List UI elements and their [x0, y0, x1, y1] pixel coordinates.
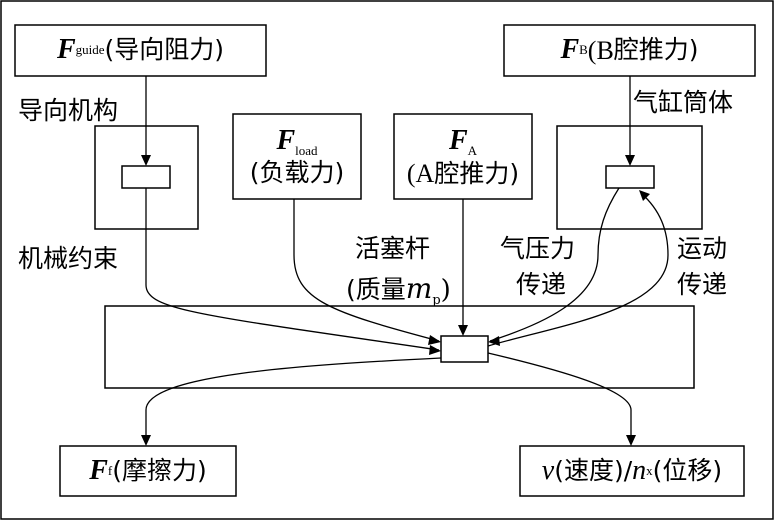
f-a-text: 腔推力) — [434, 158, 520, 188]
connector-pressure-transfer — [489, 187, 620, 342]
label-cylinder-body: 气缸筒体 — [633, 88, 734, 117]
f-guide-subscript: guide — [75, 42, 105, 58]
box-output — [519, 445, 745, 497]
connector-to-friction — [145, 357, 442, 438]
arrowhead-guide — [141, 155, 151, 166]
arrowhead-mechanical-constraint — [429, 345, 441, 355]
label-mechanical-constraint: 机械约束 — [18, 244, 119, 273]
f-a-prefix: (A — [406, 158, 435, 188]
f-load-subscript: load — [295, 143, 318, 159]
displacement-symbol: n — [632, 454, 647, 486]
f-a-subscript: A — [467, 142, 478, 158]
label-piston-rod-line2: (质量mp) — [346, 272, 451, 308]
f-b-subscript: B — [579, 42, 588, 58]
piston-rod-mass-subscript: p — [432, 293, 441, 308]
label-motion-line1: 运动 — [677, 234, 728, 263]
label-motion-line2: 传递 — [677, 270, 728, 299]
connector-motion-transfer — [487, 192, 669, 347]
label-guide-mechanism: 导向机构 — [18, 96, 119, 125]
box-f-guide — [14, 24, 267, 77]
piston-rod-element — [440, 335, 489, 363]
f-load-text: (负载力) — [249, 158, 345, 188]
connector-to-output — [487, 352, 632, 438]
label-piston-rod-line1: 活塞杆 — [355, 234, 431, 263]
label-f-load: Fload (负载力) — [233, 114, 361, 199]
box-f-load — [232, 113, 362, 200]
f-a-symbol: F — [448, 124, 468, 156]
f-guide-symbol: F — [56, 34, 76, 66]
velocity-symbol: v — [541, 454, 555, 486]
label-pressure-line1: 气压力 — [500, 234, 576, 263]
f-f-symbol: F — [89, 454, 108, 486]
f-b-prefix: (B — [587, 35, 614, 65]
piston-rod-mass-symbol: m — [405, 272, 433, 305]
arrowhead-fload — [428, 335, 441, 345]
piston-rod-prefix: (质量 — [346, 275, 406, 304]
arrowhead-motion-transfer — [639, 190, 650, 201]
cylinder-inner-element — [605, 165, 655, 189]
f-f-text: (摩擦力) — [112, 455, 207, 485]
f-guide-text: (导向阻力) — [104, 35, 225, 65]
box-f-b — [503, 24, 756, 77]
guide-inner-element — [121, 165, 171, 189]
arrowhead-fa — [458, 325, 468, 336]
f-f-subscript: f — [107, 462, 113, 478]
velocity-text: (速度)/ — [554, 455, 633, 485]
displacement-text: (位移) — [652, 455, 723, 485]
f-load-symbol: F — [276, 125, 296, 157]
f-b-text: 腔推力) — [613, 35, 699, 65]
displacement-subscript: x — [646, 462, 653, 478]
arrowhead-friction — [141, 435, 151, 446]
piston-rod-suffix: ) — [440, 275, 451, 305]
label-f-a: FA (A腔推力) — [394, 114, 532, 199]
piston-rod-block — [104, 305, 695, 389]
arrowhead-fb — [625, 155, 635, 166]
box-f-f — [59, 445, 237, 497]
arrowhead-output — [626, 435, 636, 446]
f-b-symbol: F — [560, 34, 580, 66]
connector-fload — [293, 199, 440, 342]
connector-mechanical-constraint — [145, 188, 440, 351]
label-pressure-line2: 传递 — [516, 270, 567, 299]
